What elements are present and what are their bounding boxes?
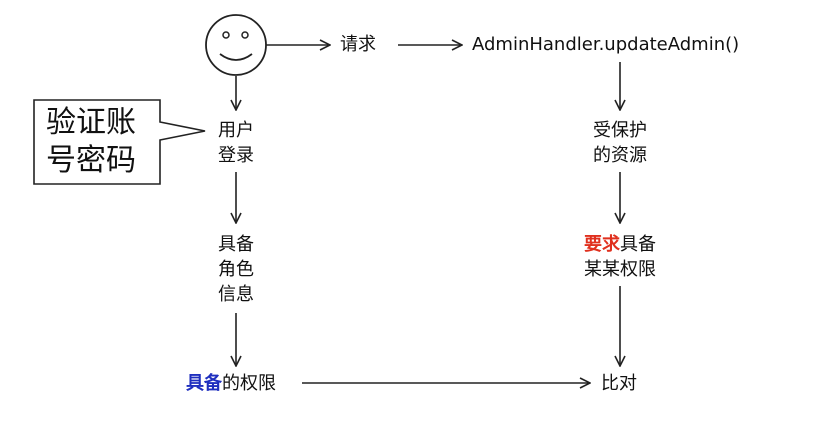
role-info-line-1: 具备 <box>218 234 254 255</box>
role-info-line-3: 信息 <box>218 284 254 305</box>
possessed-rest: 的权限 <box>222 373 276 394</box>
user-login-label: 用户 登录 <box>214 118 258 168</box>
protected-resource-label: 受保护 的资源 <box>585 118 655 168</box>
protected-resource-line-1: 受保护 <box>593 120 647 141</box>
callout-text: 验证账 号密码 <box>46 104 136 180</box>
required-highlight: 要求 <box>584 234 620 255</box>
protected-resource-line-2: 的资源 <box>593 145 647 166</box>
callout-line-2: 号密码 <box>46 143 136 178</box>
user-login-line-2: 登录 <box>218 145 254 166</box>
handler-label: AdminHandler.updateAdmin() <box>472 34 740 55</box>
possessed-highlight: 具备 <box>186 373 222 394</box>
compare-label: 比对 <box>601 373 637 394</box>
required-permission-line-2: 某某权限 <box>584 259 656 280</box>
required-permission-line-1: 要求具备 <box>576 232 664 257</box>
possessed-permission-label: 具备的权限 <box>186 371 276 396</box>
user-login-line-1: 用户 <box>218 120 254 141</box>
role-info-line-2: 角色 <box>218 259 254 280</box>
callout-box <box>33 99 206 185</box>
smiley-user-icon <box>205 14 267 76</box>
required-permission-label: 要求具备 某某权限 <box>576 232 664 282</box>
request-label: 请求 <box>340 34 376 55</box>
role-info-label: 具备 角色 信息 <box>214 232 258 307</box>
required-rest: 具备 <box>620 234 656 255</box>
callout-line-1: 验证账 <box>46 105 136 140</box>
